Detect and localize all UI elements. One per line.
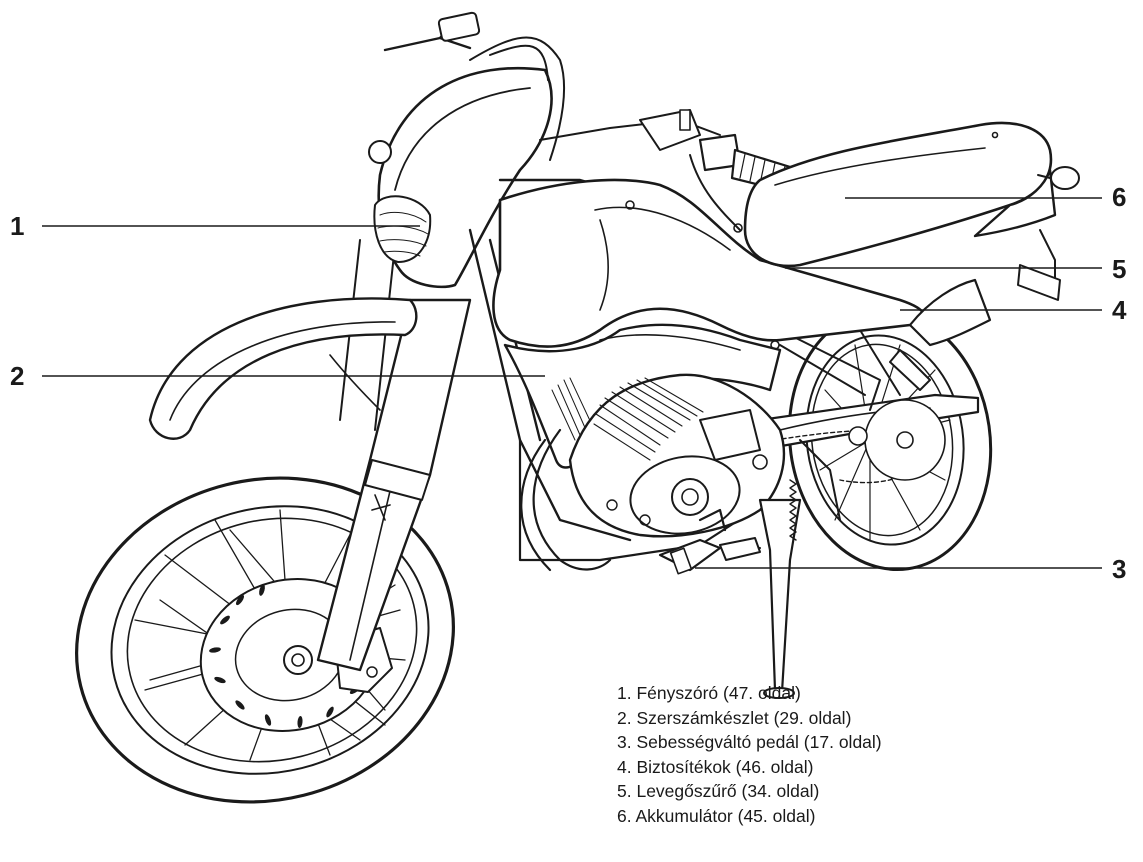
radiator-grille xyxy=(551,377,593,441)
kickstand xyxy=(719,439,841,699)
callout-number-4: 4 xyxy=(1112,295,1127,325)
legend-item: 6. Akkumulátor (45. oldal) xyxy=(617,805,816,826)
parts-legend: 1. Fényszóró (47. oldal) 2. Szerszámkész… xyxy=(617,681,1077,828)
callout-leader-lines xyxy=(42,197,1102,569)
rear-subframe xyxy=(779,329,931,411)
legend-item: 1. Fényszóró (47. oldal) xyxy=(617,683,801,703)
cylinder-fins xyxy=(593,377,704,461)
legend-item: 4. Biztosítékok (46. oldal) xyxy=(617,756,814,777)
callout-number-5: 5 xyxy=(1112,254,1127,284)
callout-number-1: 1 xyxy=(10,211,25,241)
front-fender xyxy=(148,297,418,440)
legend-item: 3. Sebességváltó pedál (17. oldal) xyxy=(617,732,882,752)
callout-number-2: 2 xyxy=(10,361,25,391)
rear-turn-signal xyxy=(1050,166,1080,190)
callout-number-6: 6 xyxy=(1112,182,1127,212)
handlebars xyxy=(383,11,809,233)
swingarm xyxy=(758,393,980,484)
callout-number-3: 3 xyxy=(1112,554,1127,584)
left-turn-signal xyxy=(368,140,392,164)
front-forks xyxy=(316,239,472,672)
exhaust xyxy=(520,428,612,572)
legend-item: 2. Szerszámkészlet (29. oldal) xyxy=(617,707,852,728)
shift-pedal xyxy=(658,508,727,575)
frame-and-tank xyxy=(468,178,926,562)
seat xyxy=(743,121,1080,347)
legend-item: 5. Levegőszűrő (34. oldal) xyxy=(617,781,820,801)
